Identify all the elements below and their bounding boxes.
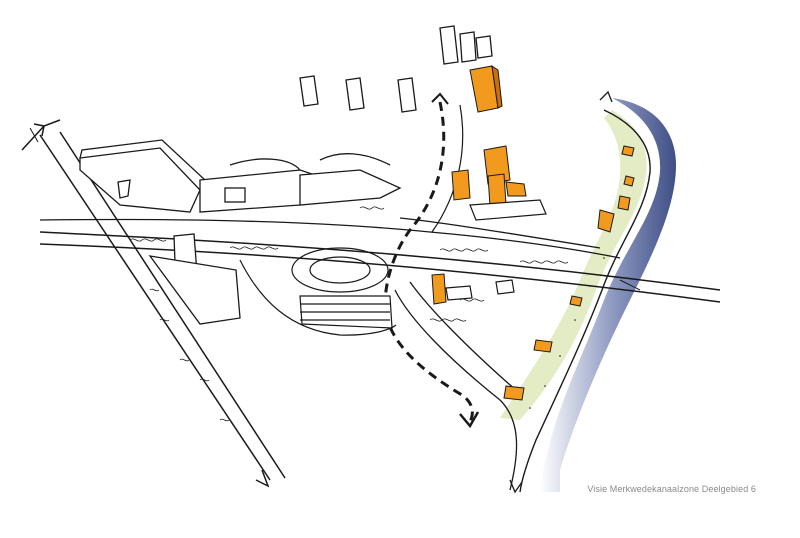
dashed-route-arrow — [459, 411, 480, 429]
white-blocks-right — [445, 199, 547, 301]
drawing-caption: Visie Merkwedekanaalzone Deelgebied 6 — [587, 484, 756, 494]
route-parallel-line — [431, 104, 464, 233]
north-arrow-icon — [21, 119, 61, 151]
river-road — [394, 90, 613, 494]
diagonal-road — [29, 127, 286, 488]
green-bank — [500, 110, 647, 420]
central-park — [239, 247, 397, 336]
river-water — [540, 98, 676, 492]
bank-dots — [529, 257, 605, 409]
white-towers — [299, 25, 493, 113]
orange-buildings — [431, 64, 635, 401]
dashed-route — [383, 101, 474, 423]
upper-road — [39, 217, 621, 259]
industrial-complex — [79, 139, 402, 213]
vegetation-scribbles — [129, 206, 569, 422]
central-tower — [148, 233, 241, 325]
bank-edge-line — [519, 109, 651, 493]
